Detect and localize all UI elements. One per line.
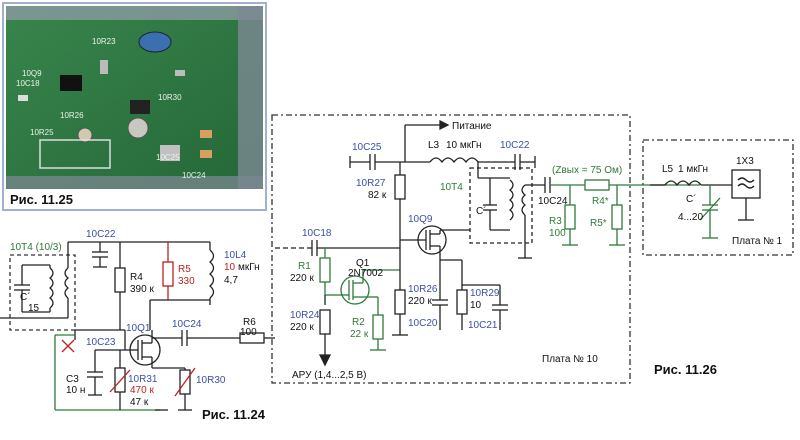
label-l4-old: 10 bbox=[224, 262, 236, 273]
label-r6: R6 bbox=[243, 317, 256, 328]
label-10r30: 10R30 bbox=[196, 375, 226, 386]
label-r31-old: 470 к bbox=[130, 385, 154, 396]
label-r4-1024: R4 bbox=[130, 272, 143, 283]
caption-fig-11-25: Рис. 11.25 bbox=[10, 192, 73, 207]
photo-label: 10R30 bbox=[158, 93, 182, 102]
label-10c22-1026: 10C22 bbox=[500, 140, 530, 151]
label-cprime-1024: C´ bbox=[20, 291, 31, 303]
label-r5-1024: R5 bbox=[178, 264, 191, 275]
labels-fig-11-26: Питание 10C25 L3 10 мкГн 10C22 10R27 82 … bbox=[290, 121, 783, 381]
label-l4-unit: мкГн bbox=[238, 262, 260, 273]
label-r24-val: 220 к bbox=[290, 322, 314, 333]
label-10q1: 10Q1 bbox=[126, 323, 151, 334]
label-r29-val: 10 bbox=[470, 300, 482, 311]
label-10r26: 10R26 bbox=[408, 284, 438, 295]
label-c-val-1024: 15 bbox=[28, 303, 40, 314]
label-10c24-1024: 10C24 bbox=[172, 319, 202, 330]
label-zout: (Zвых = 75 Ом) bbox=[552, 165, 622, 176]
label-agc: АРУ (1,4...2,5 В) bbox=[292, 370, 367, 381]
label-cprime-1026: C´ bbox=[476, 205, 487, 217]
label-10r24: 10R24 bbox=[290, 310, 320, 321]
label-r6-val: 100 bbox=[240, 327, 257, 338]
photo-label: 10R25 bbox=[30, 128, 54, 137]
label-r31-new: 47 к bbox=[130, 397, 149, 408]
label-r5-val-1024: 330 bbox=[178, 276, 195, 287]
photo-label: 10C25 bbox=[156, 153, 180, 162]
label-l3-val: 10 мкГн bbox=[446, 140, 482, 151]
label-cvar-val: 4...20 bbox=[678, 212, 703, 223]
caption-fig-11-24: Рис. 11.24 bbox=[202, 407, 266, 422]
label-r3-val: 100 bbox=[549, 228, 566, 239]
label-10c25: 10C25 bbox=[352, 142, 382, 153]
label-10r31: 10R31 bbox=[128, 374, 158, 385]
schematic-fig-11-24 bbox=[0, 241, 275, 411]
photo-label: 10C24 bbox=[182, 171, 206, 180]
label-c3: C3 bbox=[66, 374, 79, 385]
photo-label: 10Q9 bbox=[22, 69, 42, 78]
label-cvar: C´ bbox=[686, 193, 697, 205]
label-r26-val: 220 к bbox=[408, 296, 432, 307]
label-10r29: 10R29 bbox=[470, 288, 500, 299]
label-10c22-1024: 10C22 bbox=[86, 229, 116, 240]
label-l5-val: 1 мкГн bbox=[678, 164, 708, 175]
label-r4star: R4* bbox=[592, 196, 609, 207]
label-board-1: Плата № 1 bbox=[732, 236, 783, 247]
label-r1-val: 220 к bbox=[290, 273, 314, 284]
label-r1: R1 bbox=[298, 261, 311, 272]
labels-fig-11-24: 10T4 (10/3) C´ 15 10C22 R4 390 к R5 330 … bbox=[10, 229, 266, 422]
label-r2: R2 bbox=[352, 317, 365, 328]
photo-label: 10C18 bbox=[16, 79, 40, 88]
label-r5star: R5* bbox=[590, 218, 607, 229]
photo-label: 10R26 bbox=[60, 111, 84, 120]
label-10t4-1024: 10T4 (10/3) bbox=[10, 242, 62, 253]
label-10c20: 10C20 bbox=[408, 318, 438, 329]
label-c3-val: 10 н bbox=[66, 385, 85, 396]
schematic-fig-11-26 bbox=[271, 114, 794, 384]
caption-fig-11-26: Рис. 11.26 bbox=[654, 362, 717, 377]
label-1x3: 1X3 bbox=[736, 156, 754, 167]
label-10c21: 10C21 bbox=[468, 320, 498, 331]
label-r3: R3 bbox=[549, 216, 562, 227]
label-q1-type: 2N7002 bbox=[348, 268, 383, 279]
label-10c23: 10C23 bbox=[86, 337, 116, 348]
photo-label: 10R23 bbox=[92, 37, 116, 46]
label-r2-val: 22 к bbox=[350, 329, 369, 340]
label-l3: L3 bbox=[428, 140, 440, 151]
pcb-photo: 10R23 10Q9 10C18 10R30 10R26 10R25 10C25… bbox=[2, 2, 267, 211]
label-10t4-1026: 10T4 bbox=[440, 182, 463, 193]
label-10c18: 10C18 bbox=[302, 228, 332, 239]
label-10l4: 10L4 bbox=[224, 250, 247, 261]
label-power: Питание bbox=[452, 121, 492, 132]
label-10c24-1026: 10C24 bbox=[538, 196, 568, 207]
label-10q9: 10Q9 bbox=[408, 214, 433, 225]
label-l5: L5 bbox=[662, 164, 674, 175]
label-10r27: 10R27 bbox=[356, 178, 386, 189]
label-l4-new: 4,7 bbox=[224, 275, 238, 286]
label-q1: Q1 bbox=[356, 258, 370, 269]
label-r27-val: 82 к bbox=[368, 190, 387, 201]
label-r4-val-1024: 390 к bbox=[130, 284, 154, 295]
label-board-10: Плата № 10 bbox=[542, 354, 598, 365]
